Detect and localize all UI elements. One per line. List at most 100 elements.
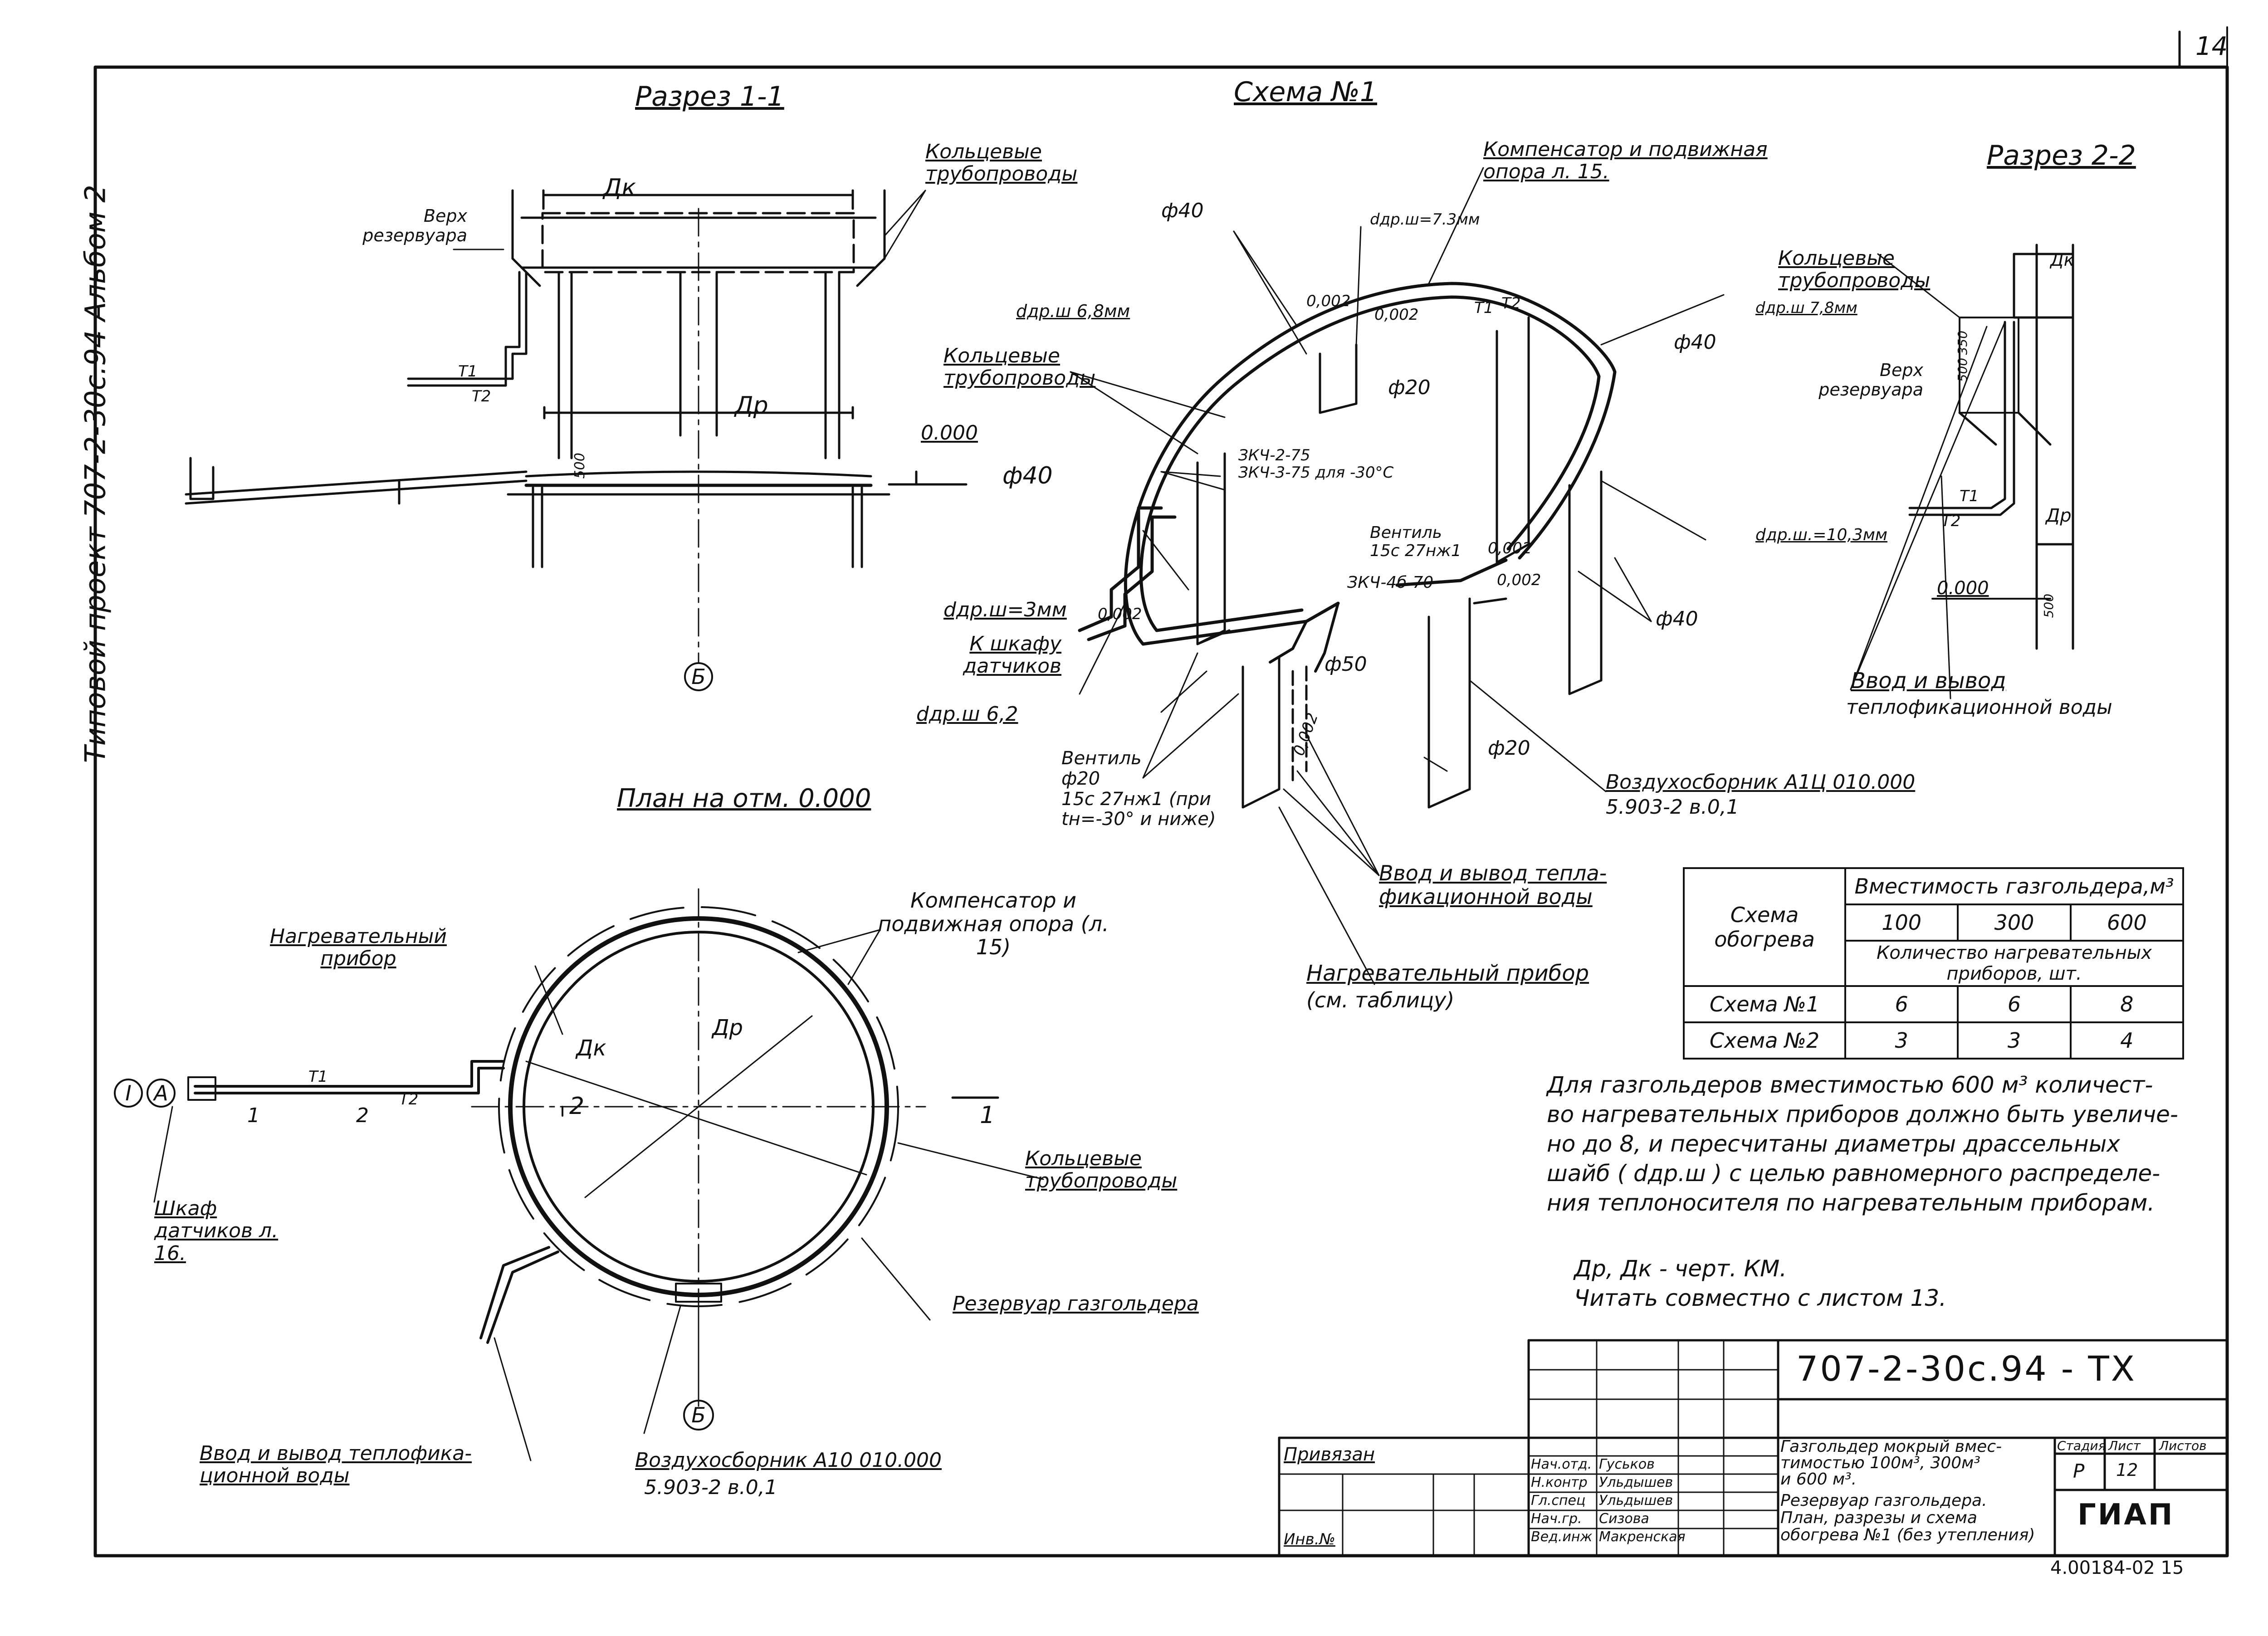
sch-d40-right: ф40 — [1674, 331, 1716, 354]
plan-heater: Нагревательный прибор — [270, 925, 447, 971]
table-capacity-600: 600 — [2069, 903, 2185, 942]
plan-air-collector: Воздухосборник А10 010.000 — [635, 1449, 942, 1472]
axis-b-section-letter: Б — [691, 664, 706, 689]
sch-slope-c: 0,002 — [1488, 539, 1532, 557]
section-2-2-lines — [1908, 244, 2074, 699]
scheme-1-lines — [1078, 282, 1617, 673]
note-line: Для газгольдеров вместимостью 600 м³ кол… — [1547, 1072, 2153, 1098]
stamp-stage-header: Стадия — [2057, 1438, 2106, 1453]
table-row: Схема №2 3 3 4 — [1683, 1021, 2185, 1060]
sch-dthr-103: dдр.ш.=10,3мм — [1755, 526, 1888, 544]
stamp-org: ГИАП — [2077, 1498, 2175, 1532]
stamp-name: Ульдышев — [1599, 1493, 1673, 1509]
plan-cut-1: 1 — [980, 1102, 995, 1129]
stamp-code: 707-2-30с.94 - ТХ — [1796, 1348, 2136, 1389]
stamp-sheets-header: Листов — [2159, 1438, 2207, 1453]
plan-dr: Др — [712, 1015, 743, 1040]
stamp-sheet: 12 — [2116, 1460, 2138, 1480]
stamp-inv: Инв.№ — [1284, 1530, 1335, 1548]
table-cell: 6 — [1957, 985, 2072, 1023]
sch-slope-e: 0,002 — [1098, 605, 1142, 623]
s2-dim-350: 350 — [1955, 330, 1970, 355]
sch-d40-low: ф40 — [1656, 607, 1698, 630]
stamp-sheet-header: Лист — [2108, 1438, 2141, 1453]
sch-to-cabinet: К шкафу датчиков — [963, 632, 1061, 678]
table-cell: 4 — [2069, 1021, 2185, 1060]
plan-t2-label: Т2 — [399, 1090, 418, 1109]
mark-a-circle — [147, 1079, 176, 1108]
sheet-number: 14 — [2195, 32, 2228, 61]
s1-elevation: 0.000 — [921, 421, 978, 444]
plan-tank: Резервуар газгольдера — [953, 1292, 1199, 1315]
mark-i-circle — [114, 1079, 143, 1108]
section-2-2-title: Разрез 2-2 — [1987, 140, 2136, 171]
stamp-name: Сизова — [1599, 1511, 1649, 1527]
plan-mark-2: 2 — [356, 1104, 369, 1127]
sch-valve-bottom: Вентиль ф20 15с 27нж1 (при tн=-30° и ниж… — [1061, 748, 1216, 830]
table-scheme-header: Схема обогрева — [1683, 867, 1846, 987]
section-1-1-lines — [185, 189, 968, 663]
s1-dr: Др — [735, 392, 768, 419]
s2-t1-label: Т1 — [1960, 487, 1979, 505]
table-cell: 6 — [1844, 985, 1959, 1023]
plan-inout: Ввод и вывод теплофика- ционной воды — [200, 1442, 472, 1488]
stamp-role: Н.контр — [1531, 1475, 1588, 1490]
section-1-1-title: Разрез 1-1 — [635, 81, 784, 112]
table-row: Схема №1 6 6 8 — [1683, 985, 2185, 1023]
stamp-sheet-title: Резервуар газгольдера. План, разрезы и с… — [1780, 1491, 2035, 1544]
plan-t1-label: Т1 — [308, 1068, 327, 1086]
sch-dthr-68: dдр.ш 6,8мм — [1016, 301, 1130, 321]
plan-dk: Дк — [576, 1035, 606, 1061]
stamp-name: Макренская — [1599, 1529, 1686, 1545]
scheme-1-heaters — [1196, 316, 1603, 809]
table-cell: 3 — [1957, 1021, 2072, 1060]
plan-lines — [187, 888, 999, 1407]
s2-ring-pipes: Кольцевые трубопроводы — [1778, 247, 1931, 293]
stamp-description: Газгольдер мокрый вмес- тимостью 100м³, … — [1780, 1437, 2002, 1489]
sch-dthr-62: dдр.ш 6,2 — [916, 703, 1018, 726]
sch-dthr-73: dдр.ш=7.3мм — [1370, 210, 1480, 229]
sheet-frame — [93, 26, 2229, 1558]
table-row-name: Схема №2 — [1683, 1021, 1846, 1060]
sch-t1-label: Т1 — [1474, 299, 1493, 317]
table-cell: 3 — [1844, 1021, 1959, 1060]
sch-ring-pipes: Кольцевые трубопроводы — [943, 344, 1096, 390]
s1-ring-pipes: Кольцевые трубопроводы — [925, 140, 1078, 186]
plan-mark-1: 1 — [247, 1104, 260, 1127]
sch-inout: Ввод и вывод тепла- фикационной воды — [1379, 861, 1607, 909]
plan-cabinet: Шкаф датчиков л. 16. — [154, 1197, 279, 1265]
s1-dim-500: 500 — [572, 453, 588, 479]
heaters-table: Схема обогрева Вместимость газгольдера,м… — [1683, 867, 2185, 1060]
stamp-role: Нач.отд. — [1531, 1456, 1592, 1472]
scheme-1-title: Схема №1 — [1234, 76, 1377, 108]
sch-d40-top: ф40 — [1161, 199, 1204, 222]
sch-d40-left: ф40 — [1002, 462, 1053, 489]
sch-heater: Нагревательный прибор — [1306, 961, 1589, 986]
sch-air-collector-ref: 5.903-2 в.0,1 — [1606, 796, 1739, 819]
s2-elevation: 0.000 — [1937, 578, 1989, 599]
table-count-row: Количество нагревательных приборов, шт. — [1684, 940, 2184, 987]
stamp-name: Ульдышев — [1599, 1475, 1673, 1490]
note-line: во нагревательных приборов должно быть у… — [1547, 1101, 2178, 1128]
s2-inout: Ввод и вывод — [1851, 668, 2006, 693]
s2-dk: Дк — [2050, 250, 2074, 270]
s1-t2-label: Т2 — [472, 387, 491, 405]
sch-air-collector: Воздухосборник А1Ц 010.000 — [1606, 771, 1916, 794]
table-heater-count-header: Количество нагревательных приборов, шт. — [1844, 940, 2184, 987]
table-row-name: Схема №1 — [1683, 985, 1846, 1023]
stamp-attached: Привязан — [1284, 1444, 1375, 1465]
s1-t1-label: Т1 — [458, 362, 477, 381]
sch-slope-a: 0,002 — [1306, 292, 1351, 310]
plan-air-collector-ref: 5.903-2 в.0,1 — [644, 1476, 777, 1499]
stamp-role: Гл.спец — [1531, 1493, 1586, 1509]
sch-valve-3k4-46: ЗКЧ-4б-70 — [1347, 573, 1434, 592]
sch-valve-15c: Вентиль 15с 27нж1 — [1370, 523, 1461, 561]
axis-b-marker-section — [684, 662, 713, 691]
sch-valve-3k4: ЗКЧ-2-75 ЗКЧ-3-75 для -30°С — [1238, 446, 1394, 482]
s2-inout2: теплофикационной воды — [1846, 696, 2112, 719]
table-capacity-300: 300 — [1957, 903, 2072, 942]
s2-dim-500a: 500 — [1955, 357, 1970, 382]
table-capacity-header: Вместимость газгольдера,м³ — [1844, 867, 2184, 905]
